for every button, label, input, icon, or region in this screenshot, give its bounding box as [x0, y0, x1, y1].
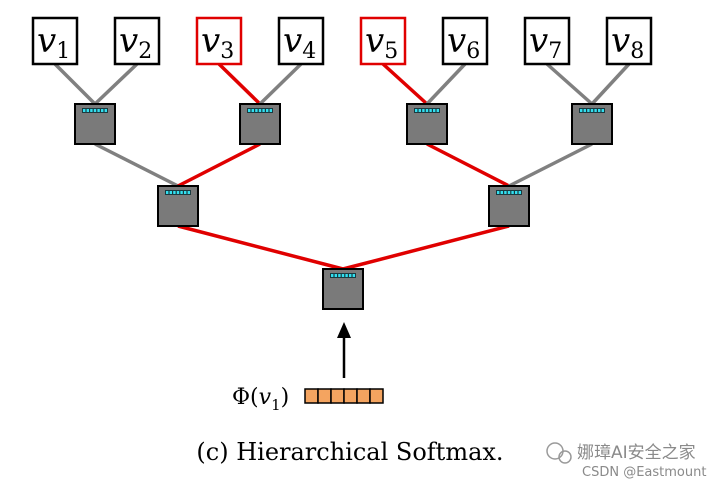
leaf-label: v4 — [283, 21, 316, 64]
inner-node-l1-3 — [406, 103, 448, 145]
watermark-line-1: 娜璋AI安全之家 — [577, 443, 696, 463]
vector-cell — [343, 388, 358, 404]
edge-leaf-4 — [258, 62, 303, 106]
edge-l1-2 — [177, 142, 261, 188]
edge-l1-4 — [508, 142, 593, 188]
input-arrow — [337, 322, 351, 378]
edge-l2-2 — [342, 224, 510, 271]
leaf-v2: v2 — [113, 16, 161, 66]
input-label-prefix: Φ( — [232, 385, 259, 410]
leaf-box — [277, 16, 325, 66]
inner-node-l2-1 — [157, 185, 199, 227]
leaf-box — [195, 16, 243, 66]
edge-leaf-5 — [381, 62, 429, 106]
leaf-v3: v3 — [195, 16, 243, 66]
tree-edges — [53, 62, 631, 271]
leaf-label: v6 — [447, 21, 480, 64]
input-label-sub: 1 — [271, 396, 281, 414]
leaf-label: v1 — [37, 21, 70, 64]
edge-leaf-6 — [425, 62, 467, 106]
leaf-box — [441, 16, 489, 66]
leaf-label: v3 — [201, 21, 234, 64]
inner-node-l1-1 — [74, 103, 116, 145]
embedding-vector — [304, 388, 384, 404]
edge-l2-1 — [177, 224, 344, 271]
edge-leaf-8 — [590, 62, 631, 106]
leaf-label: v8 — [611, 21, 644, 64]
watermark-line-2: CSDN @Eastmount — [582, 465, 706, 480]
edge-leaf-7 — [545, 62, 594, 106]
tree-leaves: v1 v2 v3 v4 v5 v6 v7 v8 — [31, 16, 653, 66]
vector-cell — [369, 388, 384, 404]
leaf-box — [359, 16, 407, 66]
edge-l1-3 — [426, 142, 510, 188]
leaf-v7: v7 — [523, 16, 571, 66]
watermark: 娜璋AI安全之家 CSDN @Eastmount — [546, 442, 706, 480]
inner-node-l2-2 — [488, 185, 530, 227]
tree-nodes — [74, 103, 613, 310]
root-node — [322, 268, 364, 310]
vector-cell — [330, 388, 345, 404]
wechat-icon — [546, 442, 572, 464]
leaf-box — [605, 16, 653, 66]
input-label-base: v — [259, 385, 272, 410]
input-label: Φ(v1) — [232, 385, 289, 414]
leaf-box — [31, 16, 79, 66]
vector-cell — [304, 388, 319, 404]
leaf-label: v2 — [119, 21, 152, 64]
edge-leaf-3 — [217, 62, 262, 106]
vector-cell — [317, 388, 332, 404]
leaf-v6: v6 — [441, 16, 489, 66]
leaf-v8: v8 — [605, 16, 653, 66]
input-label-suffix: ) — [281, 385, 290, 410]
leaf-label: v7 — [529, 21, 562, 64]
figure-caption: (c) Hierarchical Softmax. — [196, 438, 503, 466]
leaf-v4: v4 — [277, 16, 325, 66]
inner-node-l1-4 — [571, 103, 613, 145]
leaf-v1: v1 — [31, 16, 79, 66]
leaf-v5: v5 — [359, 16, 407, 66]
edge-leaf-1 — [53, 62, 97, 106]
leaf-label: v5 — [365, 21, 398, 64]
edge-leaf-2 — [93, 62, 139, 106]
edge-l1-1 — [94, 142, 179, 188]
leaf-box — [523, 16, 571, 66]
leaf-box — [113, 16, 161, 66]
vector-cell — [356, 388, 371, 404]
inner-node-l1-2 — [239, 103, 281, 145]
